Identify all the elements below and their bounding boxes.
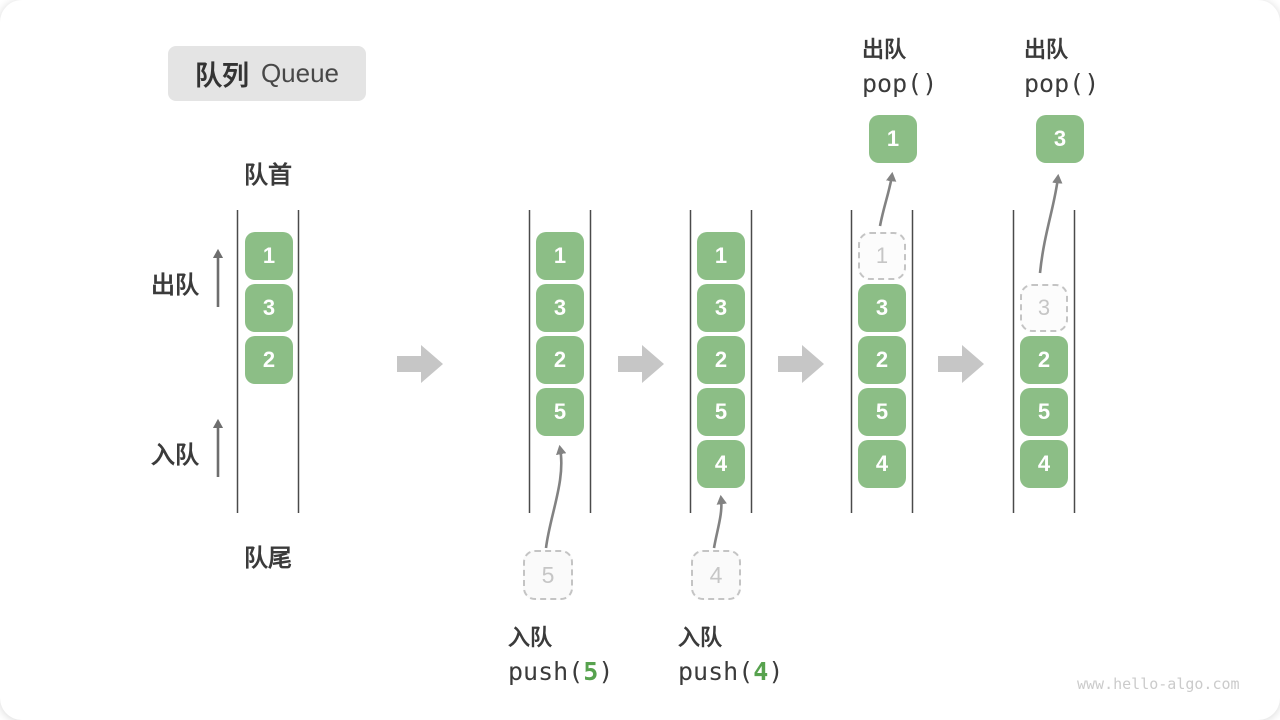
op-label-cjk: 入队	[508, 625, 553, 650]
op-label-code: push(5)	[508, 657, 614, 686]
queue-item: 2	[697, 336, 745, 384]
queue-item: 2	[536, 336, 584, 384]
op-label-push-5: 入队 push(5)	[508, 620, 613, 686]
queue-item: 5	[697, 388, 745, 436]
queue-item: 5	[1020, 388, 1068, 436]
popped-item: 3	[1036, 115, 1084, 163]
op-label-pop-3: 出队 pop()	[1024, 32, 1099, 98]
queue-item: 3	[536, 284, 584, 332]
queue-item: 1	[536, 232, 584, 280]
block-arrow-icon	[938, 345, 984, 383]
pop-arrow-icon	[878, 171, 897, 227]
watermark: www.hello-algo.com	[1077, 675, 1240, 693]
front-label: 队首	[244, 162, 292, 189]
queue-item: 2	[245, 336, 293, 384]
incoming-item: 5	[523, 550, 573, 600]
queue-item: 3	[858, 284, 906, 332]
enqueue-arrow-icon	[544, 444, 567, 549]
block-arrow-icon	[618, 345, 664, 383]
block-arrow-icon	[397, 345, 443, 383]
op-label-push-4: 入队 push(4)	[678, 620, 783, 686]
queue-item: 3	[245, 284, 293, 332]
title-badge: 队列 Queue	[168, 46, 366, 101]
dequeue-label: 出队	[151, 272, 199, 299]
queue-item: 5	[536, 388, 584, 436]
queue-item: 5	[858, 388, 906, 436]
rear-label: 队尾	[244, 545, 292, 572]
op-label-cjk: 出队	[862, 37, 907, 62]
enqueue-label: 入队	[151, 442, 199, 469]
queue-item: 4	[1020, 440, 1068, 488]
enqueue-arrow-icon	[712, 494, 727, 549]
queue-item: 4	[858, 440, 906, 488]
queue-item: 4	[697, 440, 745, 488]
queue-item-ghost: 3	[1020, 284, 1068, 332]
popped-item: 1	[869, 115, 917, 163]
op-label-cjk: 入队	[678, 625, 723, 650]
queue-item-ghost: 1	[858, 232, 906, 280]
op-label-code: push(4)	[678, 657, 784, 686]
op-label-code: pop()	[1024, 69, 1100, 98]
block-arrow-icon	[778, 345, 824, 383]
incoming-item: 4	[691, 550, 741, 600]
queue-item: 1	[245, 232, 293, 280]
title-en: Queue	[260, 58, 340, 88]
queue-item: 2	[1020, 336, 1068, 384]
op-label-cjk: 出队	[1024, 37, 1069, 62]
pop-arrow-icon	[1038, 173, 1063, 274]
queue-item: 2	[858, 336, 906, 384]
queue-item: 1	[697, 232, 745, 280]
op-label-pop-1: 出队 pop()	[862, 32, 937, 98]
op-label-code: pop()	[862, 69, 938, 98]
queue-item: 3	[697, 284, 745, 332]
title-zh: 队列	[194, 61, 249, 91]
